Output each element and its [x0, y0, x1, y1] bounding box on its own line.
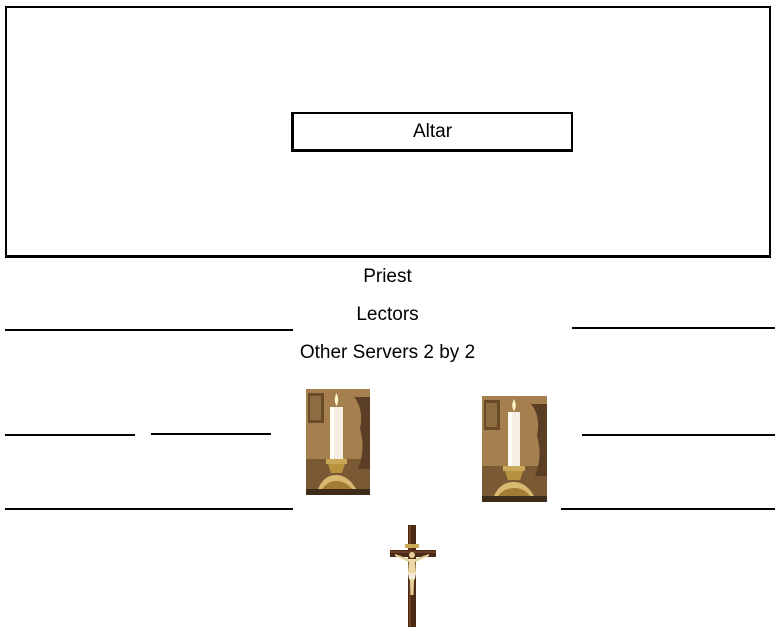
altar-box: Altar — [291, 112, 573, 152]
altar-candle-icon — [482, 396, 547, 502]
altar-candle-icon — [306, 389, 370, 495]
other-servers-label: Other Servers 2 by 2 — [299, 342, 476, 363]
lector-line-right — [572, 327, 775, 329]
lectors-label: Lectors — [356, 304, 419, 325]
server-line-left-2 — [151, 433, 271, 435]
altar-label: Altar — [412, 120, 453, 142]
processional-cross-icon — [390, 525, 436, 627]
candle-bearer-line-right — [561, 508, 775, 510]
server-line-right — [582, 434, 775, 436]
lector-line-left — [5, 329, 293, 331]
server-line-left-1 — [5, 434, 135, 436]
candle-bearer-line-left — [5, 508, 293, 510]
priest-label: Priest — [363, 266, 412, 287]
sanctuary-area — [5, 6, 771, 258]
